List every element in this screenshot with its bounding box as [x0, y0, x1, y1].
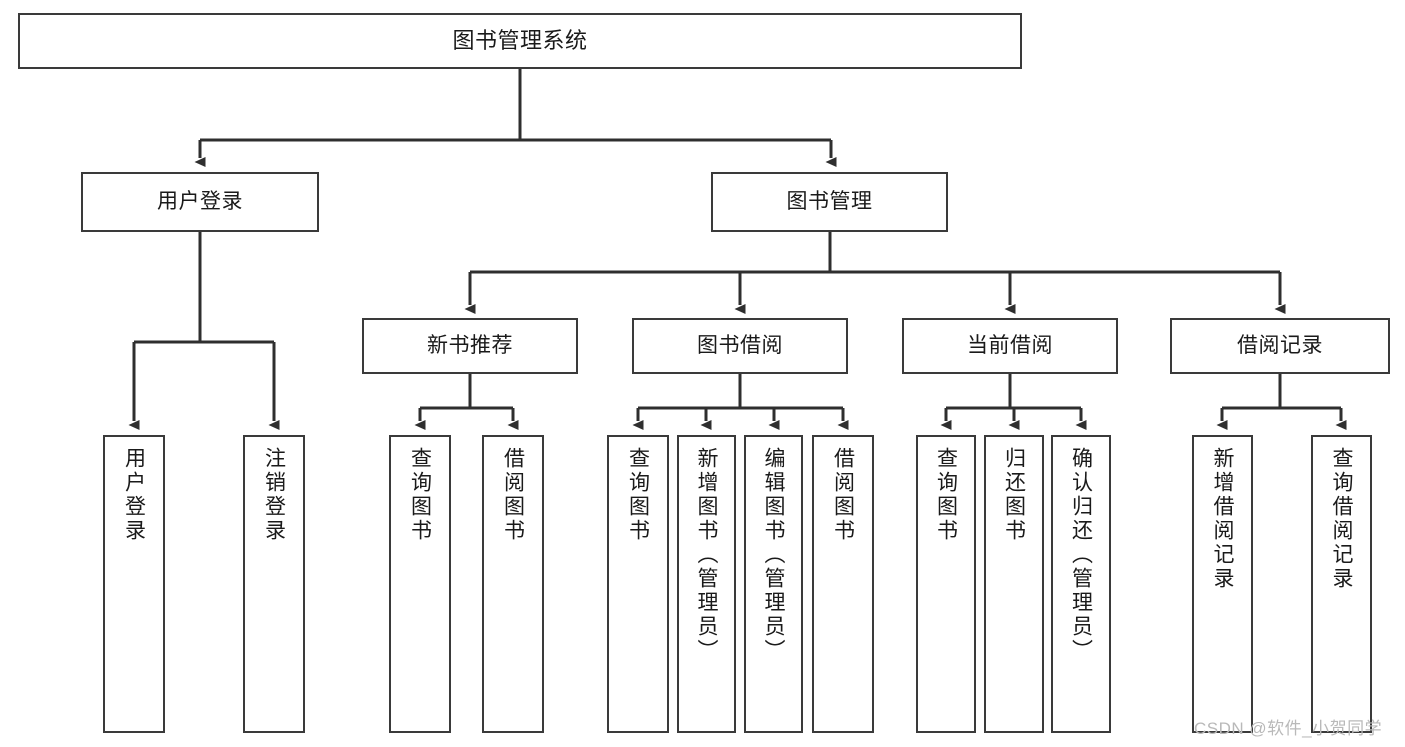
leaf-query-book-current[interactable]: 查询图书: [916, 435, 976, 733]
node-book-borrow-label: 图书借阅: [697, 333, 783, 357]
leaf-query-book-newbook[interactable]: 查询图书: [389, 435, 451, 733]
leaf-confirm-return-admin-label: 确认归还（管理员）: [1069, 447, 1093, 663]
node-new-book-recommend[interactable]: 新书推荐: [362, 318, 578, 374]
leaf-return-book-label: 归还图书: [1002, 447, 1026, 543]
leaf-logout-label: 注销登录: [262, 447, 286, 543]
leaf-logout[interactable]: 注销登录: [243, 435, 305, 733]
leaf-user-login[interactable]: 用户登录: [103, 435, 165, 733]
leaf-add-borrow-record-label: 新增借阅记录: [1211, 447, 1234, 591]
leaf-return-book[interactable]: 归还图书: [984, 435, 1044, 733]
node-borrow-records-label: 借阅记录: [1237, 333, 1323, 357]
leaf-query-book-borrow[interactable]: 查询图书: [607, 435, 669, 733]
leaf-query-book-current-label: 查询图书: [934, 447, 958, 543]
node-current-borrow-label: 当前借阅: [967, 333, 1053, 357]
leaf-query-book-borrow-label: 查询图书: [626, 447, 650, 543]
leaf-query-book-newbook-label: 查询图书: [408, 447, 432, 543]
leaf-borrow-book[interactable]: 借阅图书: [812, 435, 874, 733]
node-user-login[interactable]: 用户登录: [81, 172, 319, 232]
leaf-user-login-label: 用户登录: [122, 447, 146, 543]
leaf-borrow-book-newbook[interactable]: 借阅图书: [482, 435, 544, 733]
leaf-add-borrow-record[interactable]: 新增借阅记录: [1192, 435, 1253, 733]
node-book-management[interactable]: 图书管理: [711, 172, 948, 232]
node-book-borrow[interactable]: 图书借阅: [632, 318, 848, 374]
leaf-edit-book-admin[interactable]: 编辑图书（管理员）: [744, 435, 803, 733]
leaf-query-borrow-record-label: 查询借阅记录: [1330, 447, 1353, 591]
node-user-login-label: 用户登录: [157, 189, 243, 213]
node-borrow-records[interactable]: 借阅记录: [1170, 318, 1390, 374]
node-root[interactable]: 图书管理系统: [18, 13, 1022, 69]
node-current-borrow[interactable]: 当前借阅: [902, 318, 1118, 374]
leaf-add-book-admin[interactable]: 新增图书（管理员）: [677, 435, 736, 733]
csdn-watermark: CSDN @软件_小贺同学: [1194, 719, 1383, 738]
leaf-query-borrow-record[interactable]: 查询借阅记录: [1311, 435, 1372, 733]
node-root-label: 图书管理系统: [452, 28, 588, 54]
node-new-book-recommend-label: 新书推荐: [427, 333, 513, 357]
leaf-edit-book-admin-label: 编辑图书（管理员）: [762, 447, 785, 663]
leaf-borrow-book-label: 借阅图书: [831, 447, 855, 543]
leaf-borrow-book-newbook-label: 借阅图书: [501, 447, 525, 543]
leaf-confirm-return-admin[interactable]: 确认归还（管理员）: [1051, 435, 1111, 733]
node-book-management-label: 图书管理: [786, 189, 873, 213]
leaf-add-book-admin-label: 新增图书（管理员）: [695, 447, 718, 663]
